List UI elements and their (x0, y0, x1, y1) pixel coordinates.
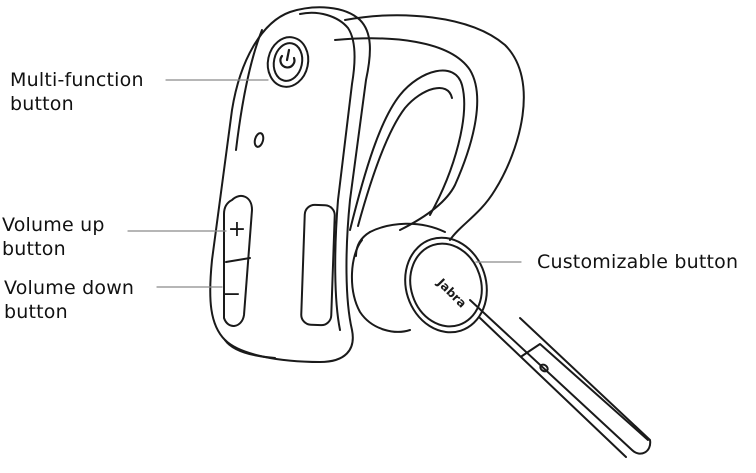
volume-up-label: Volume up button (2, 213, 105, 261)
volume-up-label-line1: Volume up (2, 214, 105, 236)
volume-up-label-line2: button (2, 238, 66, 260)
boom-arm (469, 299, 652, 458)
status-led-icon (253, 132, 265, 148)
volume-up-symbol: + (228, 217, 246, 242)
volume-down-symbol: − (223, 282, 241, 307)
power-icon (279, 48, 296, 69)
side-slot (300, 203, 336, 327)
multi-function-label: Multi-function button (10, 68, 144, 116)
volume-down-label-line2: button (4, 301, 68, 323)
mic-port-icon (539, 363, 549, 373)
leader-lines (127, 79, 522, 288)
headset-body (209, 6, 371, 363)
brand-logo-text: Jabra (434, 275, 469, 310)
multi-function-label-line1: Multi-function (10, 69, 144, 91)
customizable-button[interactable] (350, 222, 499, 343)
volume-down-label: Volume down button (4, 276, 134, 324)
multi-function-button[interactable] (263, 33, 313, 90)
customizable-label-line1: Customizable button (537, 251, 739, 273)
volume-rocker[interactable] (223, 194, 253, 327)
ear-hook (334, 14, 525, 241)
volume-down-label-line1: Volume down (4, 277, 135, 299)
multi-function-label-line2: button (10, 93, 74, 115)
customizable-label: Customizable button (537, 250, 738, 274)
